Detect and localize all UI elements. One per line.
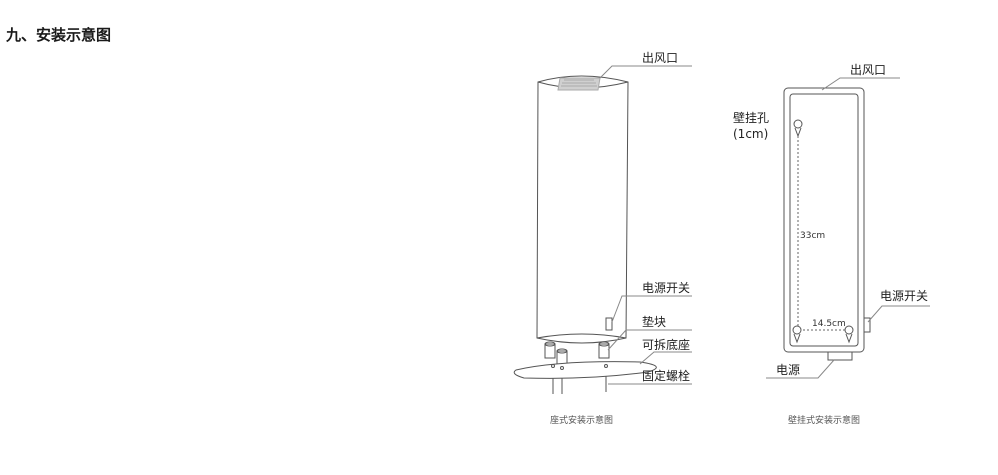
stand-leaders xyxy=(599,65,692,385)
wall-height-dimension: 33cm xyxy=(800,231,825,241)
wall-power-label: 电源 xyxy=(776,363,800,377)
wall-hole-label: 壁挂孔 xyxy=(733,110,769,125)
stand-base-label: 可拆底座 xyxy=(642,337,690,352)
stand-heater-body xyxy=(536,75,629,344)
stand-bolts xyxy=(551,364,608,394)
stand-base xyxy=(513,361,657,379)
wall-hole-size-label: (1cm) xyxy=(733,127,768,141)
wall-air-outlet-label: 出风口 xyxy=(850,63,886,77)
stand-pad-label: 垫块 xyxy=(642,314,666,329)
wall-leaders xyxy=(766,77,930,379)
wall-width-dimension: 14.5cm xyxy=(812,319,846,329)
stand-bolt-label: 固定螺栓 xyxy=(642,368,690,383)
stand-power-switch xyxy=(605,317,613,331)
stand-pads xyxy=(544,341,610,366)
wall-dimension-lines xyxy=(797,136,845,331)
section-heading: 九、安装示意图 xyxy=(6,26,112,44)
stand-outlet-grille xyxy=(557,77,601,91)
stand-air-outlet-label: 出风口 xyxy=(642,51,678,65)
wall-power-switch-label: 电源开关 xyxy=(880,289,928,303)
stand-caption: 座式安装示意图 xyxy=(550,414,613,426)
stand-power-switch-label: 电源开关 xyxy=(642,281,690,295)
wall-power-stub xyxy=(827,351,853,361)
wall-caption: 壁挂式安装示意图 xyxy=(788,414,860,426)
wall-power-switch xyxy=(863,317,871,333)
wall-heater-body xyxy=(783,87,865,353)
